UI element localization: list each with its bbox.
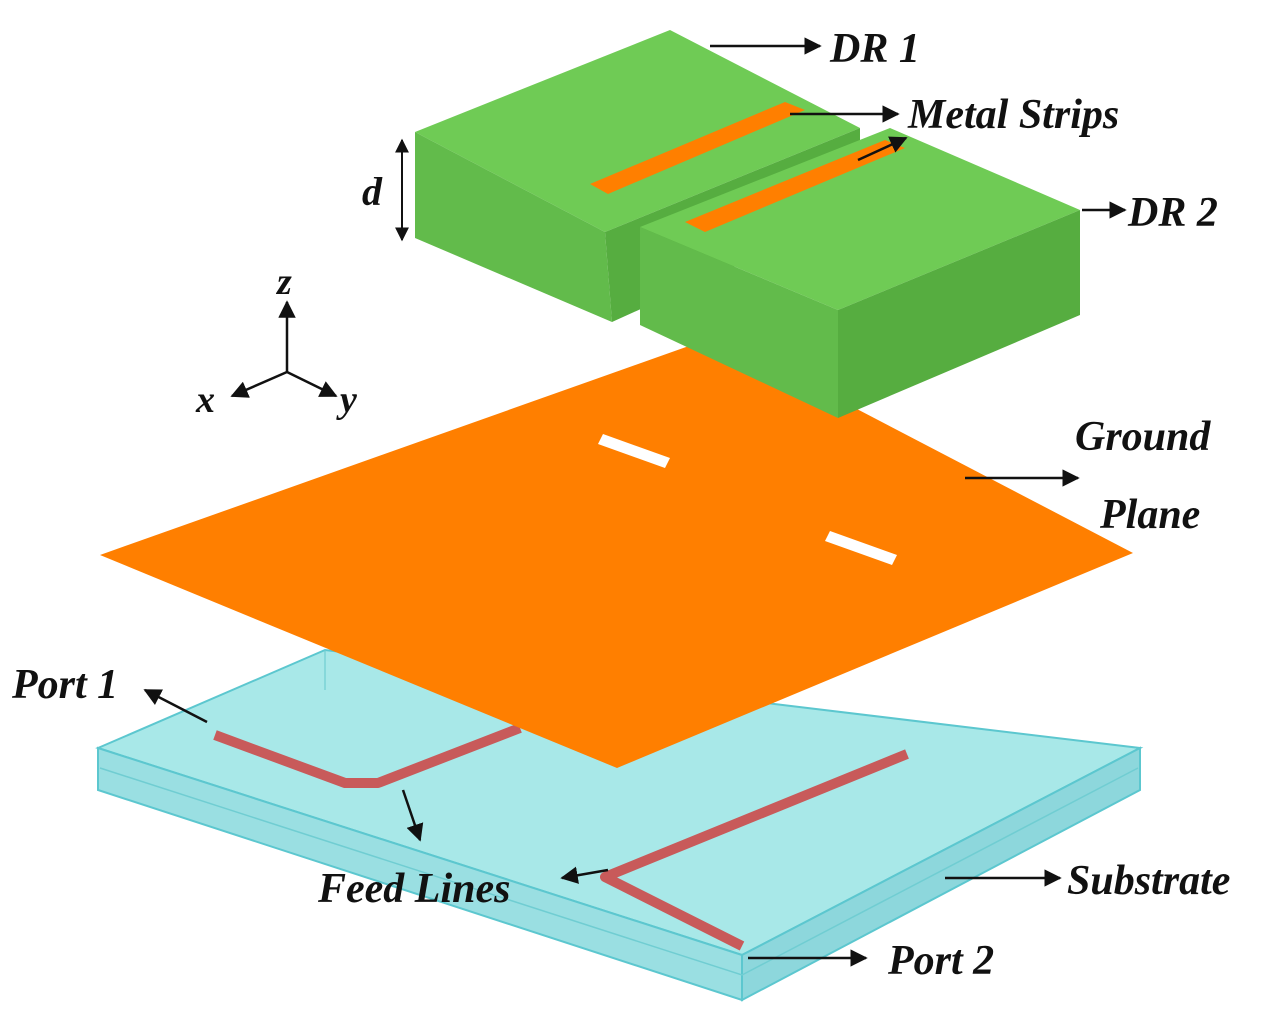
substrate-layer	[95, 648, 1144, 1002]
port1-label: Port 1	[11, 662, 118, 708]
dimension-d: d	[362, 138, 409, 242]
axis-x-label: x	[195, 379, 215, 421]
annotations: DR 1 Metal Strips DR 2 Ground Plane Port…	[11, 26, 1230, 984]
ground-plane	[100, 336, 1133, 768]
ground-plane-label-line2: Plane	[1099, 492, 1200, 538]
ground-slot-2	[825, 531, 897, 565]
substrate-label: Substrate	[1067, 858, 1230, 904]
ground-plane-label-line1: Ground	[1075, 414, 1211, 460]
metal-strips-label: Metal Strips	[907, 92, 1119, 138]
axis-y-label: y	[336, 379, 357, 421]
dr2-label: DR 2	[1127, 190, 1218, 236]
dimension-d-label: d	[362, 169, 383, 214]
port2-label: Port 2	[887, 938, 994, 984]
ground-slot-1	[598, 434, 670, 468]
feed-lines	[213, 723, 909, 951]
feed-lines-label: Feed Lines	[317, 866, 510, 912]
metal-strip-2	[685, 140, 905, 232]
dr1-label: DR 1	[829, 26, 920, 72]
dielectric-resonator-2	[640, 128, 1080, 418]
axis-z-label: z	[275, 261, 292, 303]
coordinate-axes: z x y	[195, 261, 357, 421]
metal-strip-1	[590, 102, 805, 194]
